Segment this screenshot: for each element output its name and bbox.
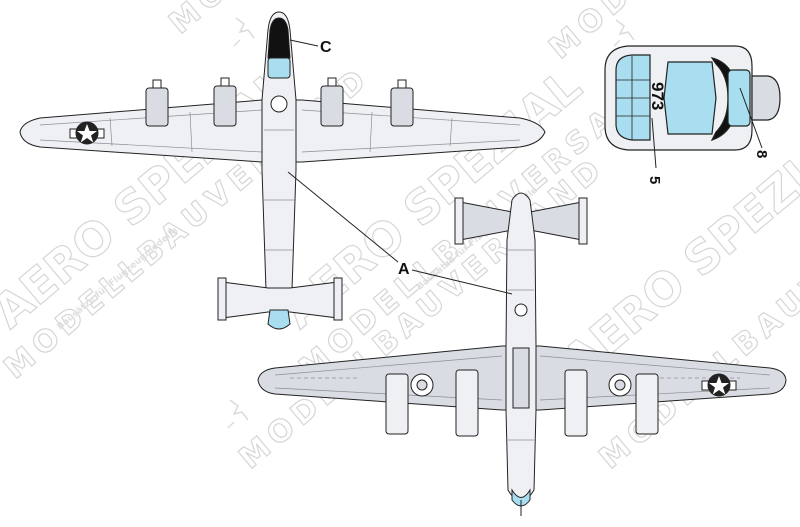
nose-detail-glazing [615, 54, 651, 141]
us-star-insignia [701, 373, 737, 397]
underside-view [257, 192, 787, 516]
underside-view-fuselage [505, 192, 537, 502]
nose-detail-view: 973 [604, 45, 781, 151]
callout-a: A [398, 261, 410, 278]
top-view-tail-turret [267, 309, 291, 330]
callout-8: 8 [753, 150, 770, 158]
top-view-nacelles [145, 77, 414, 127]
aero-spezial-logo [227, 17, 635, 429]
nose-detail-turret [751, 75, 781, 121]
callout-5: 5 [646, 176, 663, 184]
us-star-insignia [69, 121, 105, 145]
leader-lines [287, 39, 763, 295]
top-view-cockpit-glazing [267, 57, 291, 79]
nose-marking-973: 973 [648, 82, 667, 110]
callout-c: C [320, 39, 332, 56]
watermark-line2-5: MODELLBAUVERSAND [163, 0, 543, 41]
nose-detail-bombardier-window [663, 61, 717, 135]
top-view-fuselage [261, 11, 297, 291]
top-view [19, 11, 546, 330]
top-view-anti-glare-panel [267, 17, 291, 59]
underside-view-nacelles [385, 369, 659, 437]
underside-view-nose-glazing [511, 488, 531, 507]
